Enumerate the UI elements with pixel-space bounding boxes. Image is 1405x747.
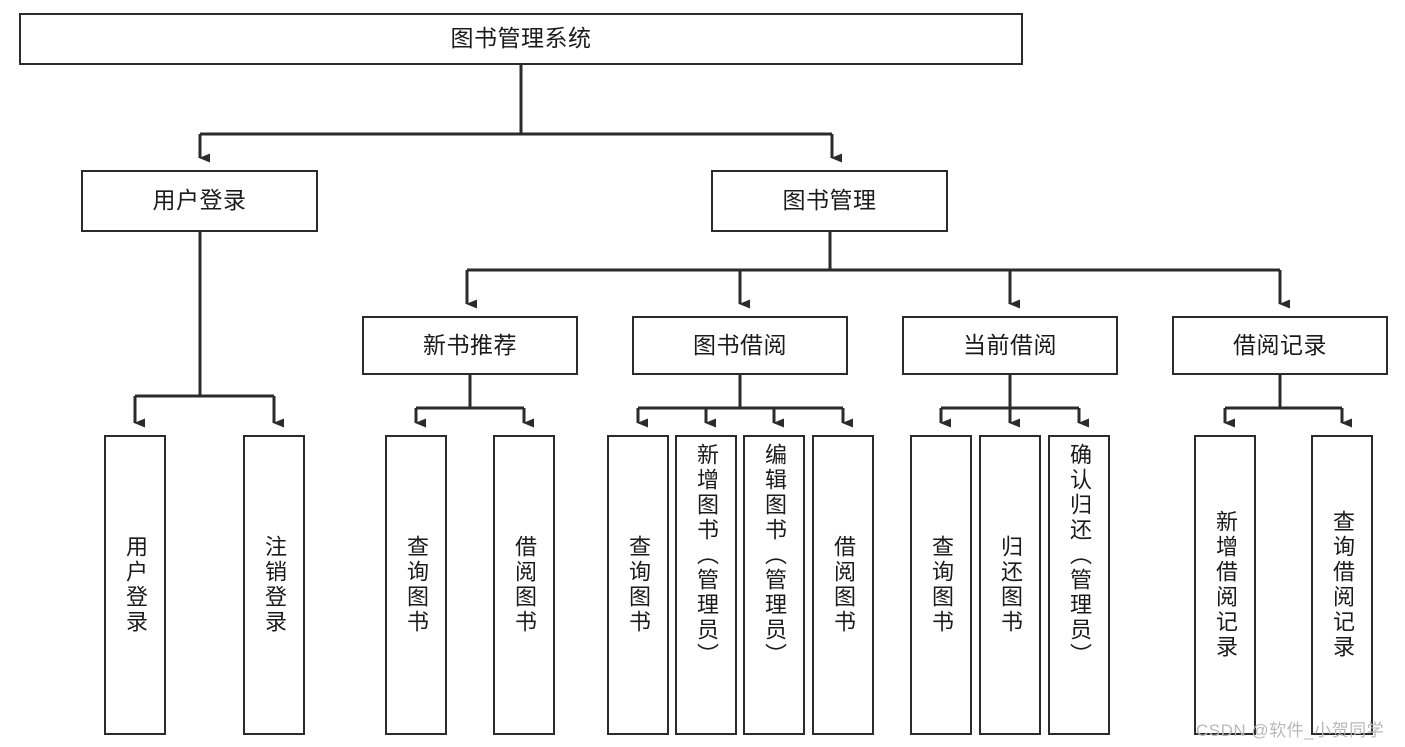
node-label: 查询图书 [929, 535, 954, 635]
node-leaf-logout-login[interactable]: 注销登录 [243, 435, 305, 735]
node-label: 归还图书 [998, 535, 1023, 635]
node-leaf-return-book[interactable]: 归还图书 [979, 435, 1041, 735]
node-leaf-query-book-1[interactable]: 查询图书 [385, 435, 447, 735]
node-label: 当前借阅 [963, 331, 1057, 358]
node-leaf-query-book-3[interactable]: 查询图书 [910, 435, 972, 735]
csdn-watermark: CSDN @软件_小贺同学 [1196, 721, 1385, 740]
node-label: 图书管理系统 [450, 25, 592, 52]
node-book-management[interactable]: 图书管理 [711, 170, 948, 232]
node-label: 图书管理 [782, 187, 877, 214]
node-label: 借阅图书 [512, 535, 537, 635]
node-leaf-add-borrow-record[interactable]: 新增借阅记录 [1194, 435, 1256, 735]
node-leaf-edit-book[interactable]: 编辑图书（管理员） [743, 435, 805, 735]
node-leaf-add-book[interactable]: 新增图书（管理员） [675, 435, 737, 735]
node-label: 借阅图书 [831, 535, 856, 635]
node-label: 查询图书 [404, 535, 429, 635]
node-leaf-query-borrow-record[interactable]: 查询借阅记录 [1311, 435, 1373, 735]
node-label: 新增借阅记录 [1213, 510, 1238, 660]
node-borrow-record[interactable]: 借阅记录 [1172, 316, 1388, 375]
node-book-management-system[interactable]: 图书管理系统 [19, 13, 1023, 65]
node-leaf-confirm-return[interactable]: 确认归还（管理员） [1048, 435, 1110, 735]
node-label: 注销登录 [262, 535, 287, 635]
node-label: 新增图书（管理员） [694, 443, 719, 668]
node-label: 查询借阅记录 [1330, 510, 1355, 660]
node-new-book-recommend[interactable]: 新书推荐 [362, 316, 578, 375]
node-leaf-query-book-2[interactable]: 查询图书 [607, 435, 669, 735]
node-label: 新书推荐 [423, 331, 517, 358]
node-book-borrow[interactable]: 图书借阅 [632, 316, 848, 375]
node-label: 查询图书 [626, 535, 651, 635]
node-leaf-user-login[interactable]: 用户登录 [104, 435, 166, 735]
node-user-login[interactable]: 用户登录 [81, 170, 318, 232]
node-label: 确认归还（管理员） [1067, 443, 1092, 668]
node-label: 图书借阅 [693, 331, 787, 358]
node-leaf-borrow-book-1[interactable]: 借阅图书 [493, 435, 555, 735]
node-current-borrow[interactable]: 当前借阅 [902, 316, 1118, 375]
node-leaf-borrow-book-2[interactable]: 借阅图书 [812, 435, 874, 735]
node-label: 用户登录 [152, 187, 247, 214]
node-label: 编辑图书（管理员） [762, 443, 787, 668]
node-label: 用户登录 [123, 535, 148, 635]
node-label: 借阅记录 [1233, 331, 1327, 358]
